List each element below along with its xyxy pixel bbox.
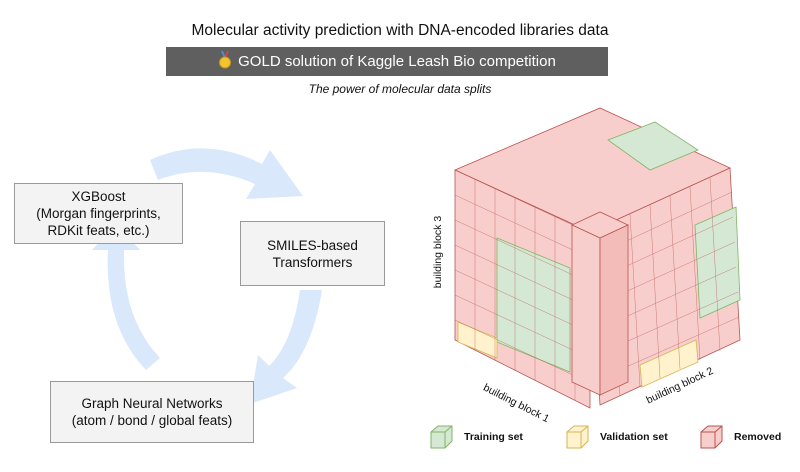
transformers-box: SMILES-based Transformers	[240, 221, 385, 286]
xgboost-detail-2: RDKit feats, etc.)	[47, 223, 150, 238]
competition-banner: GOLD solution of Kaggle Leash Bio compet…	[166, 47, 608, 76]
figure-title: Molecular activity prediction with DNA-e…	[191, 22, 609, 39]
cycle-arrow-left	[92, 224, 160, 370]
gold-medal-icon	[218, 50, 232, 73]
gnn-title: Graph Neural Networks	[81, 396, 223, 411]
legend-removed-label: Removed	[734, 431, 782, 443]
legend-training-label: Training set	[464, 431, 523, 443]
validation-swatch-icon	[564, 424, 590, 450]
legend-training: Training set	[428, 422, 523, 452]
axis-label-block3: building block 3	[432, 215, 445, 289]
gnn-box: Graph Neural Networks (atom / bond / glo…	[50, 381, 254, 443]
xgboost-detail-1: (Morgan fingerprints,	[36, 206, 161, 221]
xgboost-box: XGBoost (Morgan fingerprints, RDKit feat…	[14, 183, 183, 244]
legend-removed: Removed	[698, 422, 781, 452]
transformers-line-1: SMILES-based	[267, 237, 358, 253]
subtitle: The power of molecular data splits	[308, 82, 492, 96]
removed-swatch-icon	[698, 424, 724, 450]
cycle-arrows	[92, 148, 322, 404]
cube-grid	[454, 176, 740, 400]
gnn-detail: (atom / bond / global feats)	[71, 413, 233, 428]
xgboost-title: XGBoost	[71, 189, 126, 204]
transformers-line-2: Transformers	[272, 254, 353, 270]
training-swatch-icon	[428, 424, 454, 450]
cycle-arrow-top	[150, 148, 303, 199]
legend-validation: Validation set	[564, 422, 668, 452]
legend-validation-label: Validation set	[600, 431, 668, 443]
banner-text: GOLD solution of Kaggle Leash Bio compet…	[238, 53, 556, 70]
cycle-arrow-right	[250, 290, 322, 404]
